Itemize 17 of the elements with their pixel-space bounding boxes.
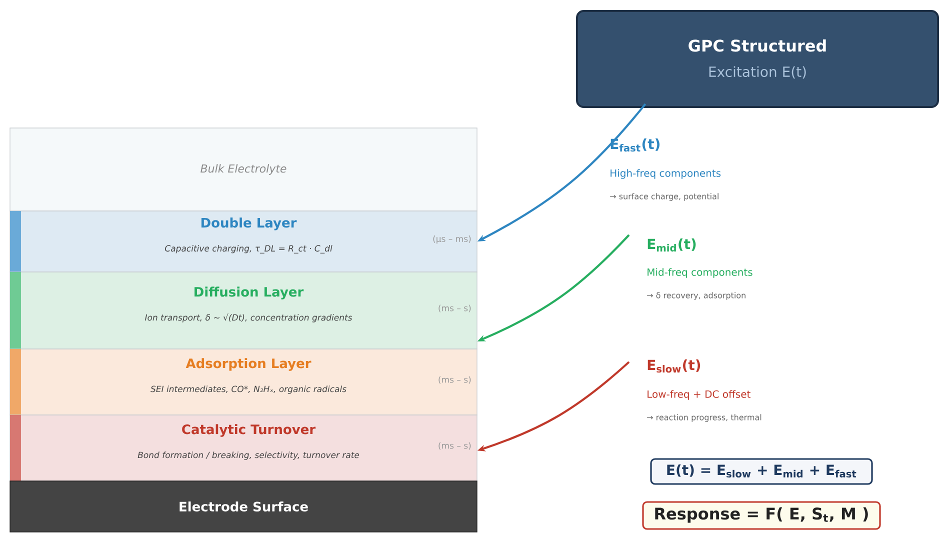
time-scale-label: (ms – s) — [438, 376, 471, 384]
effect-note: → surface charge, potential — [610, 193, 718, 201]
electrolyte-band: Bulk Electrolyte — [10, 128, 478, 212]
time-scale-label: (μs – ms) — [433, 235, 471, 244]
time-scale-label: (ms – s) — [438, 304, 471, 312]
equation-box: Response = F( E, S$_{t}$, M ) — [642, 501, 881, 530]
effect-note: → δ recovery, adsorption — [647, 292, 746, 300]
component-heading: E$_{slow}$(t) — [648, 359, 700, 373]
component-description: Mid-freq components — [648, 268, 752, 278]
equation-box: E(t) = E$_{slow}$ + E$_{mid}$ + E$_{fast}$ — [650, 458, 873, 485]
excitation-box: GPC Structured Excitation E(t) — [576, 10, 939, 108]
component-description: High-freq components — [610, 169, 721, 179]
effect-note: → reaction progress, thermal — [647, 414, 762, 422]
time-scale-label: (ms – s) — [438, 442, 471, 450]
component-heading: E$_{mid}$(t) — [648, 238, 696, 252]
electrode-block: Electrode Surface — [10, 480, 478, 532]
component-description: Low-freq + DC offset — [648, 390, 750, 400]
